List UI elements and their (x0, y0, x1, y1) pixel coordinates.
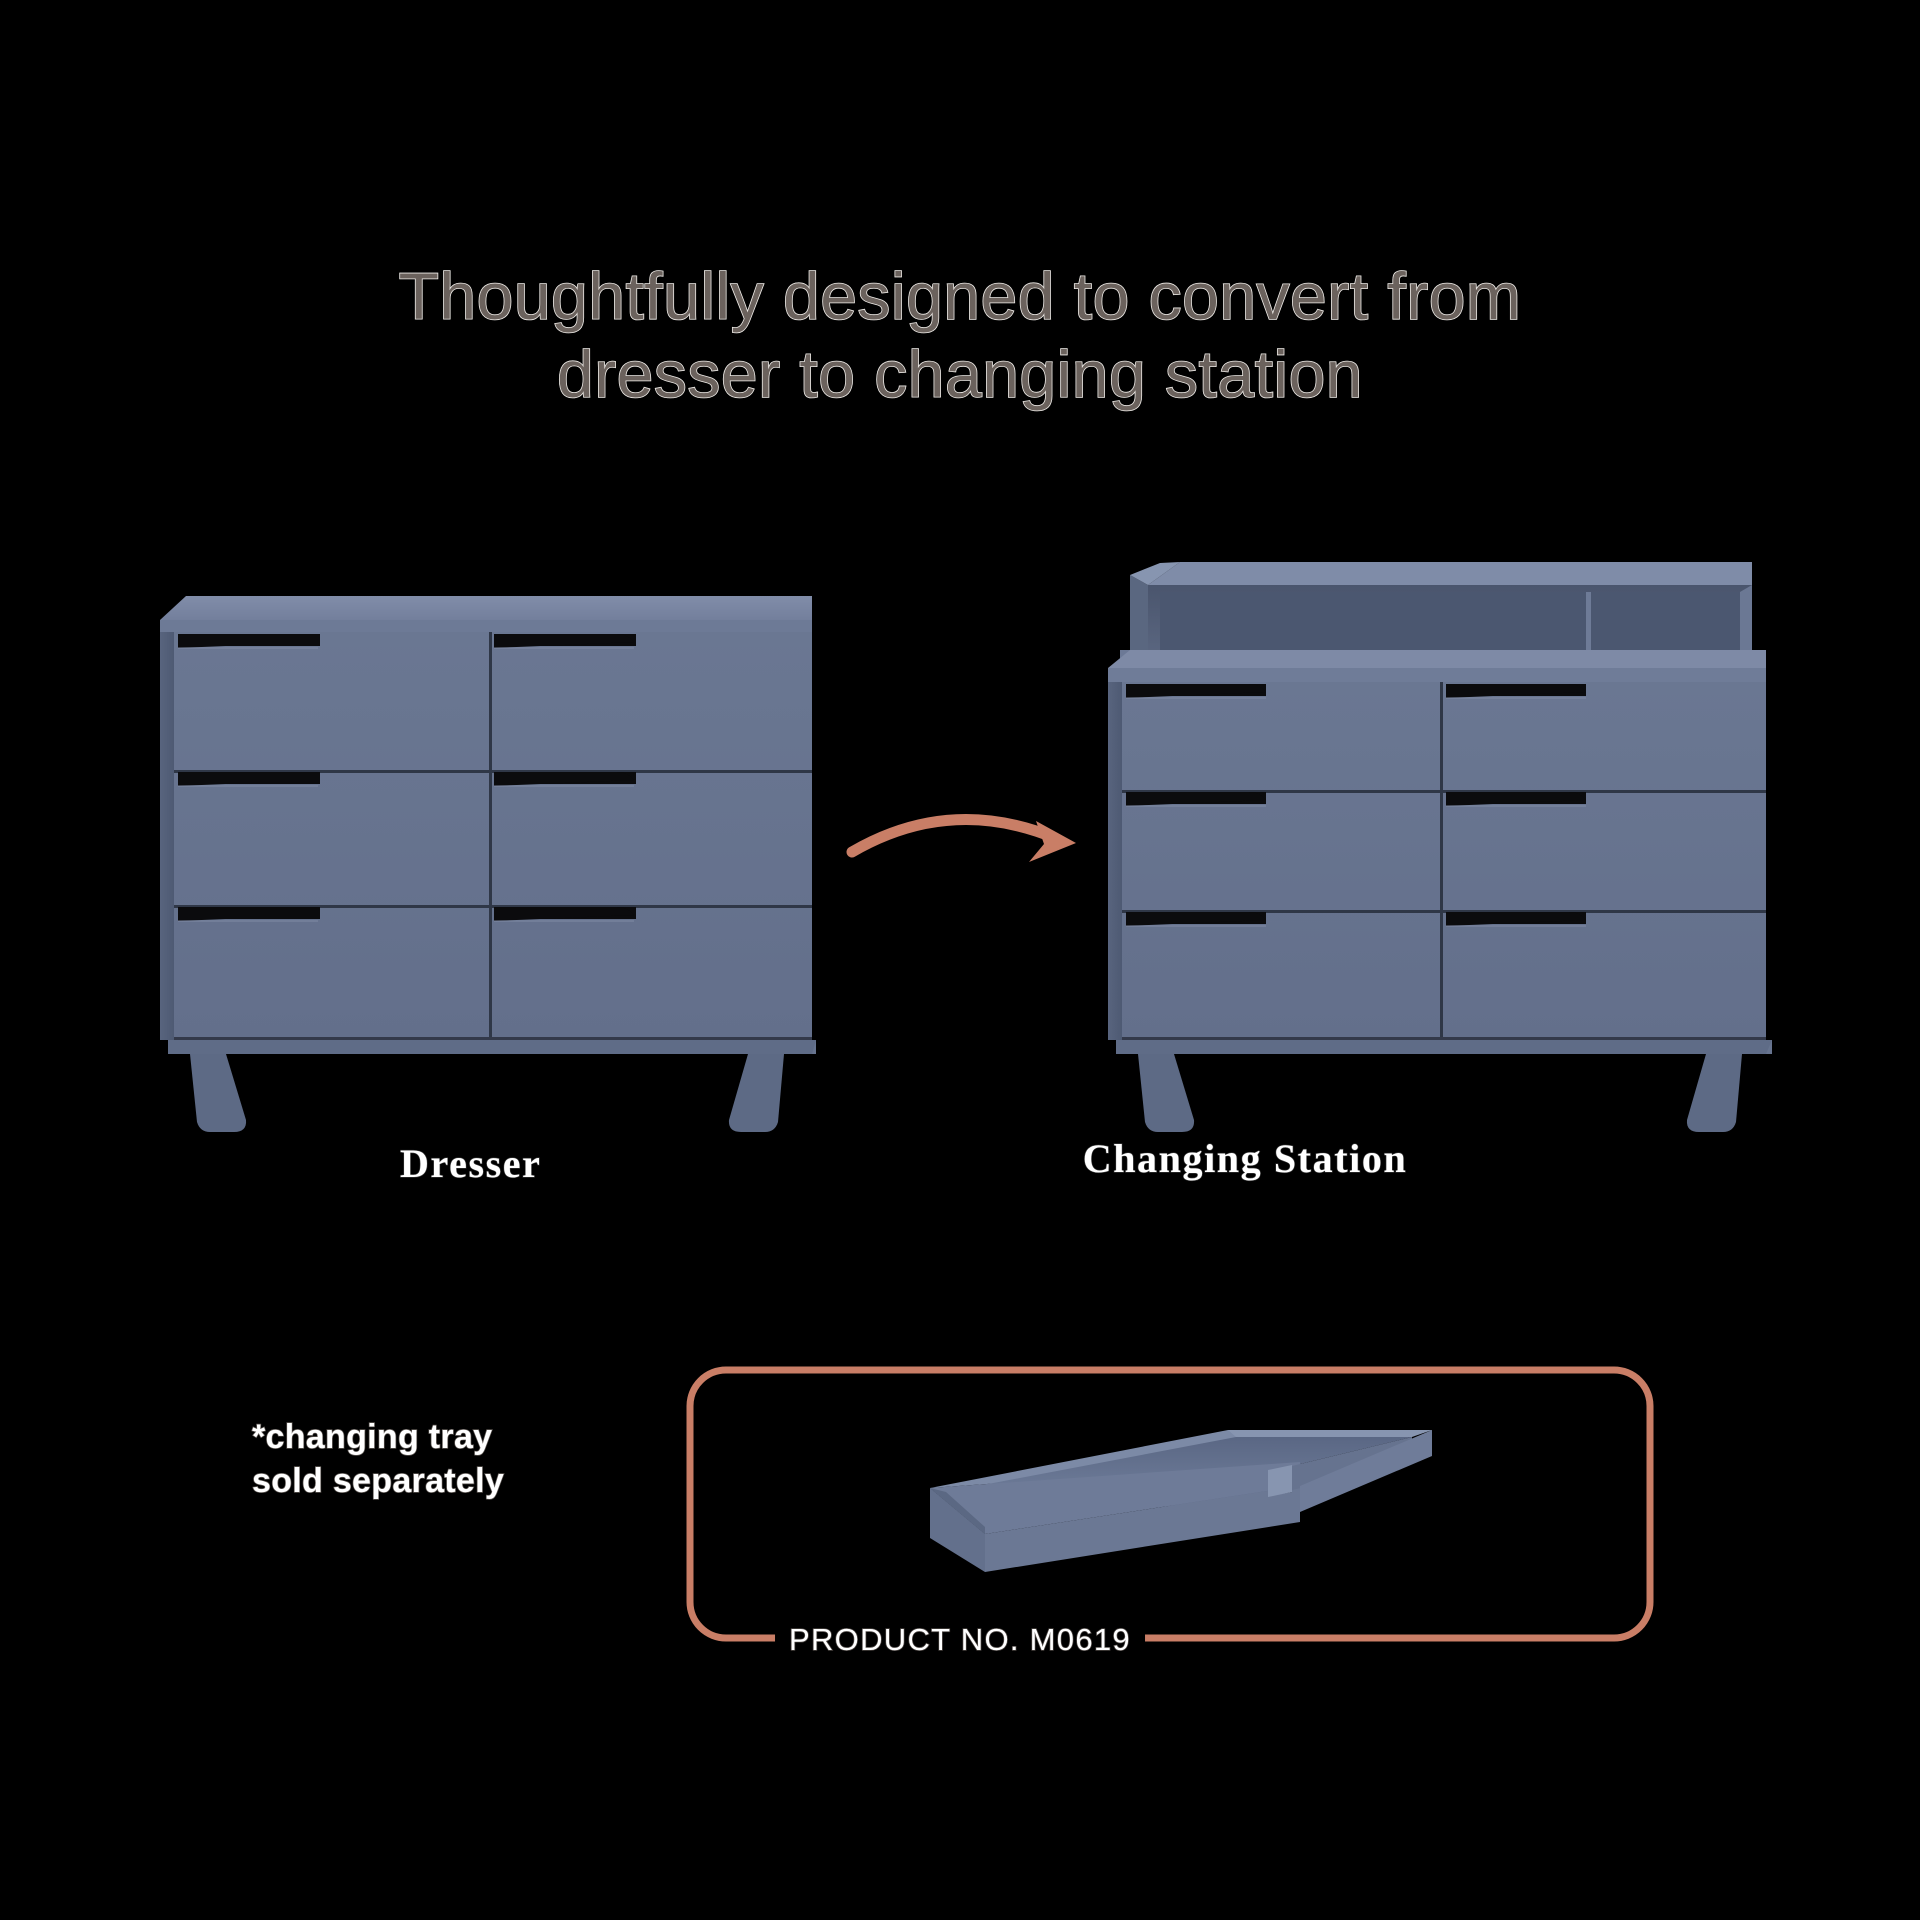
dresser-handle-group (178, 634, 636, 921)
product-number-label: PRODUCT NO. M0619 (775, 1621, 1145, 1658)
headline-line-1: Thoughtfully designed to convert from (398, 258, 1522, 334)
caption-changing-station: Changing Station (1082, 1135, 1408, 1181)
caption-dresser: Dresser (399, 1140, 542, 1186)
changing-station-handle-group (1126, 684, 1586, 926)
footnote-line-1: *changing tray (251, 1417, 493, 1456)
changing-tray-illustration (930, 1430, 1432, 1572)
callout-box (686, 1366, 1654, 1642)
footnote-line-2: sold separately (251, 1461, 505, 1501)
convert-arrow (846, 814, 1076, 862)
footnote: *changing tray sold separately (251, 1415, 505, 1503)
dresser-legs (190, 1054, 784, 1132)
changing-station-legs (1138, 1054, 1742, 1132)
page-title: Thoughtfully designed to convert from dr… (0, 258, 1920, 414)
dresser-illustration (160, 596, 816, 1132)
changing-station-illustration (1108, 562, 1772, 1132)
headline-line-2: dresser to changing station (556, 336, 1363, 412)
